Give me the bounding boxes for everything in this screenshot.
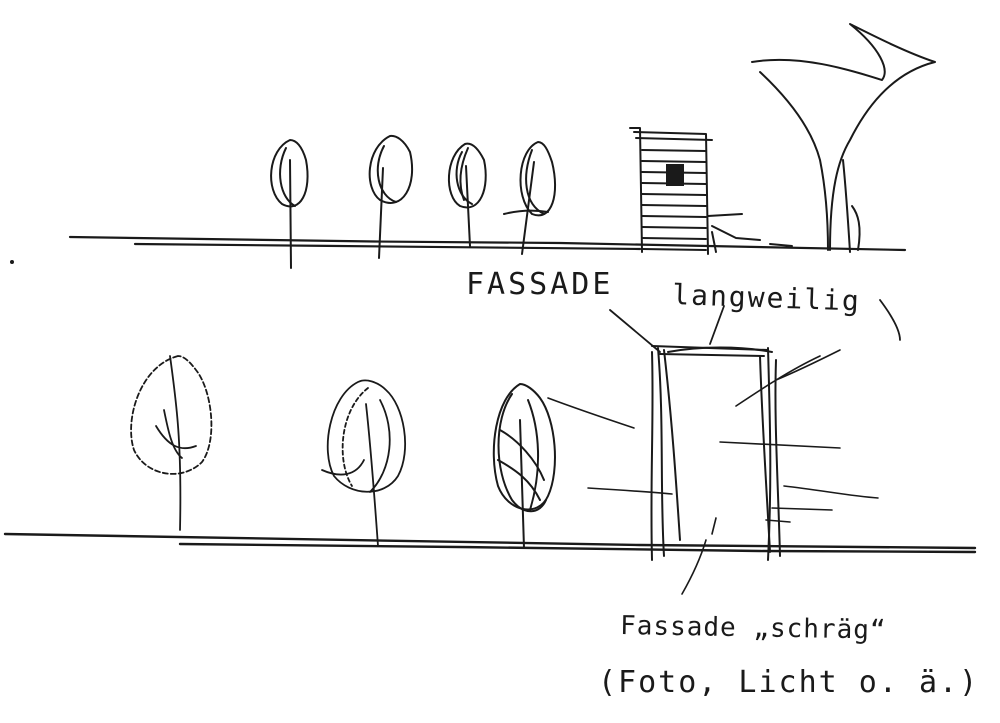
top-facade-window bbox=[666, 164, 684, 186]
top-tree bbox=[503, 141, 556, 255]
bottom-note-line2: (Foto, Licht o. ä.) bbox=[598, 665, 979, 700]
top-ground-line bbox=[68, 235, 907, 252]
bottom-tree bbox=[130, 355, 213, 531]
top-note-label: langweilig bbox=[672, 278, 862, 318]
bottom-tree bbox=[321, 379, 406, 547]
stray-mark bbox=[10, 260, 14, 264]
bottom-facade-building bbox=[650, 345, 781, 561]
top-tree bbox=[368, 134, 414, 259]
light-strokes bbox=[547, 349, 879, 595]
bottom-scene: Fassade „schräg“ (Foto, Licht o. ä.) bbox=[3, 345, 979, 700]
top-tree bbox=[448, 142, 487, 247]
bottom-ground-line bbox=[3, 532, 977, 554]
top-fassade-label: FASSADE bbox=[466, 267, 613, 302]
top-facade-building bbox=[629, 127, 793, 255]
top-scene: FASSADE langweilig bbox=[10, 23, 936, 353]
top-sculpture bbox=[751, 23, 936, 253]
label-leader-lines bbox=[609, 299, 901, 353]
bottom-note-line1: Fassade „schräg“ bbox=[620, 611, 887, 646]
bottom-tree bbox=[492, 383, 556, 549]
top-tree bbox=[270, 139, 309, 269]
